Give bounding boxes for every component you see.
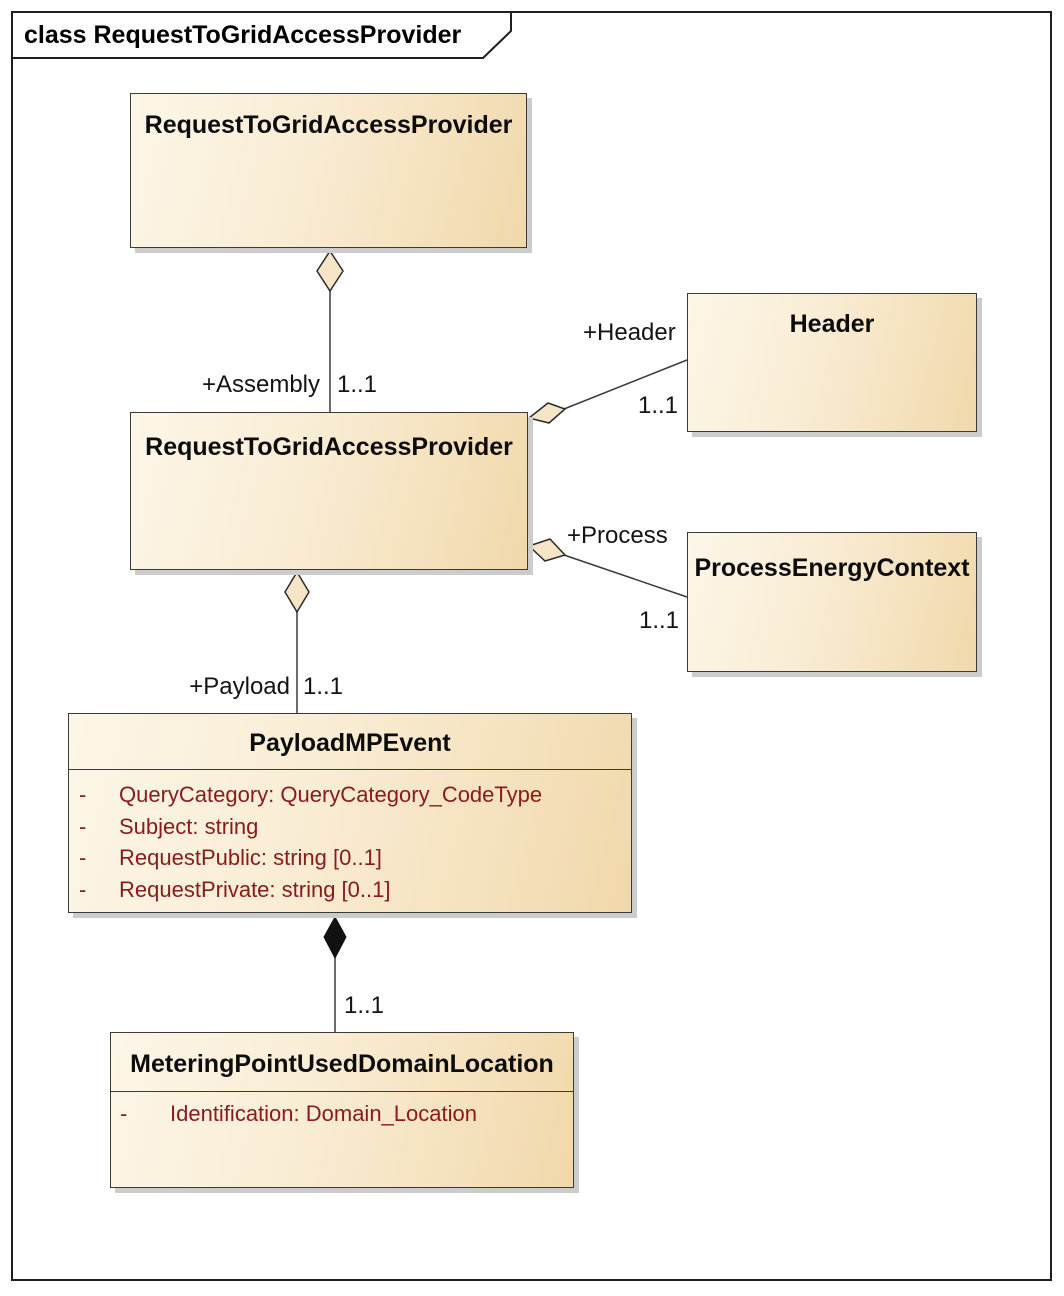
role-label-process: +Process: [567, 522, 668, 549]
class-box-meteringpointuseddomainlocation[interactable]: MeteringPointUsedDomainLocation - Identi…: [110, 1032, 574, 1188]
visibility-marker: -: [79, 782, 87, 807]
composition-diamond-icon: [323, 915, 347, 960]
class-box-payloadmpevent[interactable]: PayloadMPEvent - QueryCategory: QueryCat…: [68, 713, 632, 913]
class-box-processenergycontext[interactable]: ProcessEnergyContext: [687, 532, 977, 672]
connector-metering[interactable]: [323, 915, 347, 1032]
aggregation-diamond-icon: [527, 538, 567, 562]
connector-process[interactable]: [527, 538, 688, 598]
visibility-marker: -: [120, 1101, 128, 1126]
multiplicity-label-metering: 1..1: [344, 992, 385, 1019]
attribute-compartment: - QueryCategory: QueryCategory_CodeType …: [69, 770, 631, 905]
class-name: RequestToGridAccessProvider: [144, 111, 513, 139]
class-name: Header: [789, 310, 875, 338]
frame-title-tab: [11, 11, 512, 59]
class-name: PayloadMPEvent: [249, 729, 451, 757]
attribute-text: Subject: string: [119, 813, 259, 839]
multiplicity-label-process: 1..1: [639, 607, 680, 634]
class-box-root-requesttogridaccessprovider[interactable]: RequestToGridAccessProvider: [130, 93, 527, 248]
class-name: RequestToGridAccessProvider: [145, 433, 513, 461]
multiplicity-label-payload: 1..1: [303, 673, 344, 700]
attribute-row: - Subject: string: [69, 811, 631, 843]
connector-payload[interactable]: [284, 570, 310, 713]
class-title-compartment: PayloadMPEvent: [69, 714, 631, 770]
aggregation-diamond-icon: [284, 570, 310, 614]
connector-header[interactable]: [527, 359, 688, 424]
diagram-title: class RequestToGridAccessProvider: [24, 21, 462, 49]
role-label-assembly: +Assembly: [201, 371, 320, 398]
class-box-header[interactable]: Header: [687, 293, 977, 432]
multiplicity-label-header: 1..1: [638, 392, 679, 419]
class-title-compartment: MeteringPointUsedDomainLocation: [111, 1033, 573, 1092]
attribute-row: - QueryCategory: QueryCategory_CodeType: [69, 779, 631, 811]
attribute-text: RequestPrivate: string [0..1]: [119, 876, 391, 902]
attribute-row: - Identification: Domain_Location: [111, 1098, 573, 1130]
aggregation-diamond-icon: [316, 249, 344, 293]
class-name: MeteringPointUsedDomainLocation: [130, 1050, 554, 1078]
visibility-marker: -: [79, 813, 87, 839]
attribute-text: Identification: Domain_Location: [170, 1101, 477, 1126]
attribute-text: QueryCategory: QueryCategory_CodeType: [119, 782, 543, 807]
visibility-marker: -: [79, 876, 87, 902]
attribute-row: - RequestPublic: string [0..1]: [69, 842, 631, 874]
class-name: ProcessEnergyContext: [694, 554, 970, 582]
attribute-row: - RequestPrivate: string [0..1]: [69, 874, 631, 906]
visibility-marker: -: [79, 845, 87, 870]
role-label-payload: +Payload: [189, 673, 290, 700]
role-label-header: +Header: [583, 319, 676, 346]
diagram-frame: [11, 11, 1052, 1281]
multiplicity-label-assembly: 1..1: [337, 371, 378, 398]
class-box-assembly-requesttogridaccessprovider[interactable]: RequestToGridAccessProvider: [130, 412, 528, 570]
aggregation-diamond-icon: [527, 402, 567, 424]
connector-assembly[interactable]: [316, 249, 344, 412]
attribute-compartment: - Identification: Domain_Location: [111, 1092, 573, 1130]
attribute-text: RequestPublic: string [0..1]: [119, 845, 382, 870]
